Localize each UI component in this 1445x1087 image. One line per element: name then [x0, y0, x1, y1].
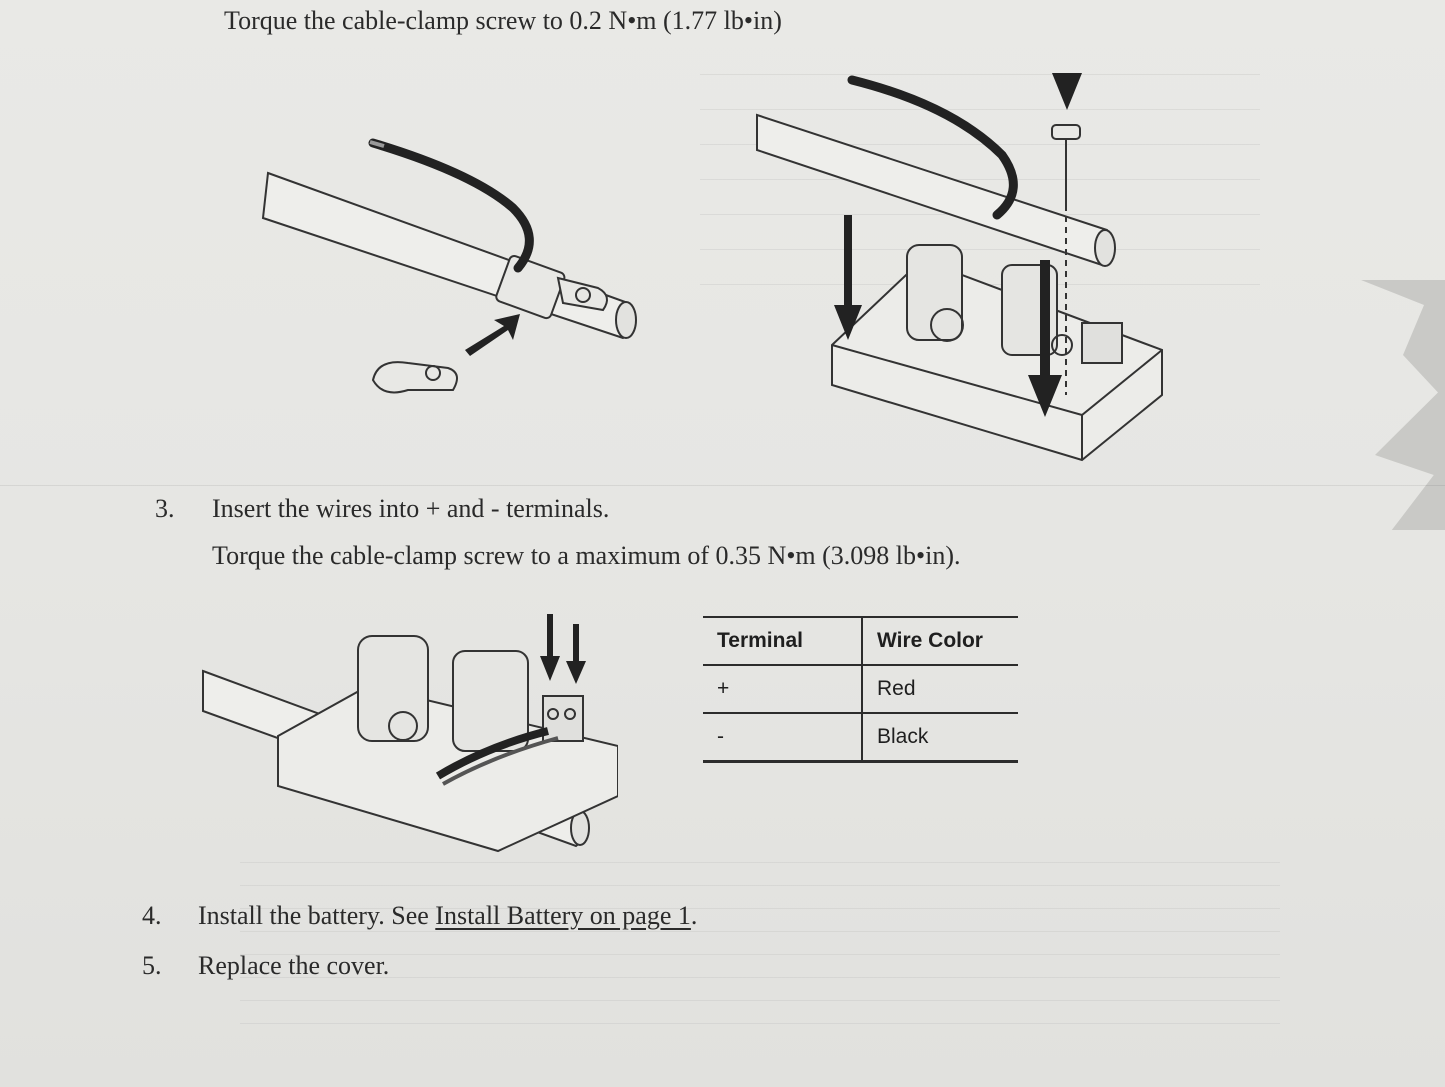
step-3-torque-note: Torque the cable-clamp screw to a maximu… [212, 541, 961, 570]
paper-fold-line [0, 485, 1445, 486]
table-row: + Red [703, 665, 1018, 714]
step-4-text: Install the battery. See Install Battery… [198, 901, 697, 931]
step-number: 3. [155, 494, 175, 523]
step-4-text-after: . [690, 901, 698, 930]
terminal-cell: + [703, 665, 863, 714]
wire-color-cell: Black [862, 713, 1018, 763]
torn-paper-edge [1361, 280, 1445, 530]
column-header-wire-color: Wire Color [862, 616, 1018, 666]
step-number: 5. [142, 951, 162, 980]
wire-color-cell: Red [862, 665, 1018, 714]
table-row: - Black [703, 713, 1018, 763]
bleed-through-lines [240, 840, 1280, 1040]
clamp-screw-mount-figure [756, 73, 1163, 462]
terminal-cell: - [703, 713, 863, 763]
cable-clamp-attach-figure [261, 138, 637, 394]
step-5-text: Replace the cover. [198, 951, 390, 980]
table-header-row: Terminal Wire Color [703, 616, 1018, 666]
step-3-text: Insert the wires into + and - terminals. [212, 494, 610, 523]
column-header-terminal: Terminal [703, 616, 863, 666]
top-torque-instruction: Torque the cable-clamp screw to 0.2 N•m … [224, 6, 782, 35]
terminal-wire-color-table: Terminal Wire Color + Red - Black [703, 616, 1018, 763]
terminal-wiring-figure [202, 614, 618, 853]
install-battery-link[interactable]: Install Battery on page 1 [435, 901, 691, 930]
step-4-text-before: Install the battery. See [198, 901, 436, 930]
step-number: 4. [142, 901, 162, 930]
